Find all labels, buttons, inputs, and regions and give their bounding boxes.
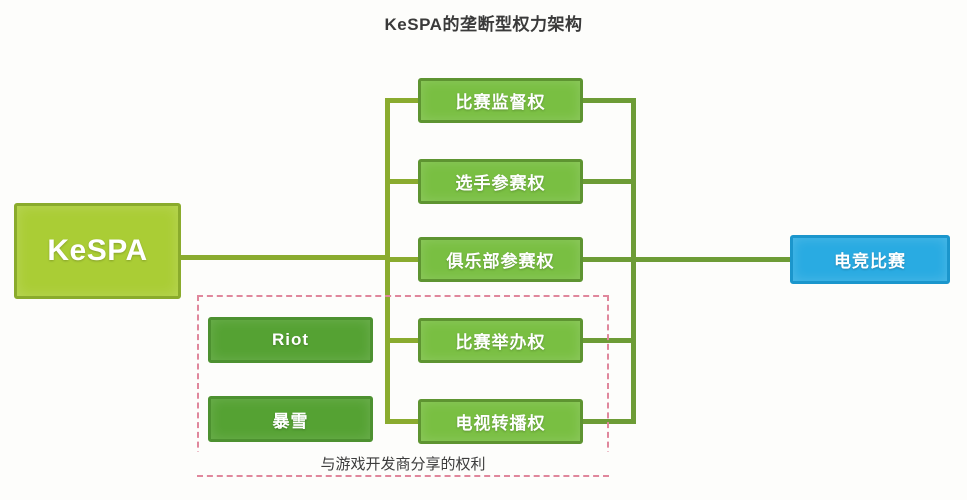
node-kespa-label: KeSPA bbox=[47, 234, 148, 267]
node-right-broadcast[interactable]: 电视转播权 bbox=[418, 399, 583, 444]
node-developer-riot[interactable]: Riot bbox=[208, 317, 373, 363]
node-esports-match-label: 电竞比赛 bbox=[834, 252, 906, 271]
connector-right-stub-3 bbox=[581, 257, 636, 262]
node-esports-match[interactable]: 电竞比赛 bbox=[790, 235, 950, 284]
node-right-label: 电视转播权 bbox=[455, 414, 546, 433]
node-right-label: 选手参赛权 bbox=[455, 174, 546, 193]
connector-left-stub-5 bbox=[385, 419, 420, 424]
connector-right-stub-2 bbox=[581, 179, 636, 184]
node-kespa[interactable]: KeSPA bbox=[14, 203, 181, 299]
shared-rights-region bbox=[197, 295, 609, 477]
node-developer-label: 暴雪 bbox=[272, 411, 309, 431]
connector-left-stub-2 bbox=[385, 179, 420, 184]
node-right-label: 俱乐部参赛权 bbox=[446, 252, 555, 271]
connector-left-stub-4 bbox=[385, 338, 420, 343]
node-right-event-hosting[interactable]: 比赛举办权 bbox=[418, 318, 583, 363]
connector-right-stub-1 bbox=[581, 98, 636, 103]
node-right-label: 比赛举办权 bbox=[455, 333, 546, 352]
node-right-player-participation[interactable]: 选手参赛权 bbox=[418, 159, 583, 204]
connector-left-stub-3 bbox=[385, 257, 420, 262]
page-title: KeSPA的垄断型权力架构 bbox=[384, 15, 583, 34]
shared-rights-label: 与游戏开发商分享的权利 bbox=[197, 452, 609, 475]
connector-root-to-trunk bbox=[181, 255, 389, 260]
node-developer-blizzard[interactable]: 暴雪 bbox=[208, 396, 373, 442]
connector-left-stub-1 bbox=[385, 98, 420, 103]
node-right-match-supervision[interactable]: 比赛监督权 bbox=[418, 78, 583, 123]
node-right-label: 比赛监督权 bbox=[455, 93, 546, 112]
node-right-club-participation[interactable]: 俱乐部参赛权 bbox=[418, 237, 583, 282]
connector-trunk-to-target bbox=[631, 257, 792, 262]
node-developer-label: Riot bbox=[271, 330, 310, 349]
